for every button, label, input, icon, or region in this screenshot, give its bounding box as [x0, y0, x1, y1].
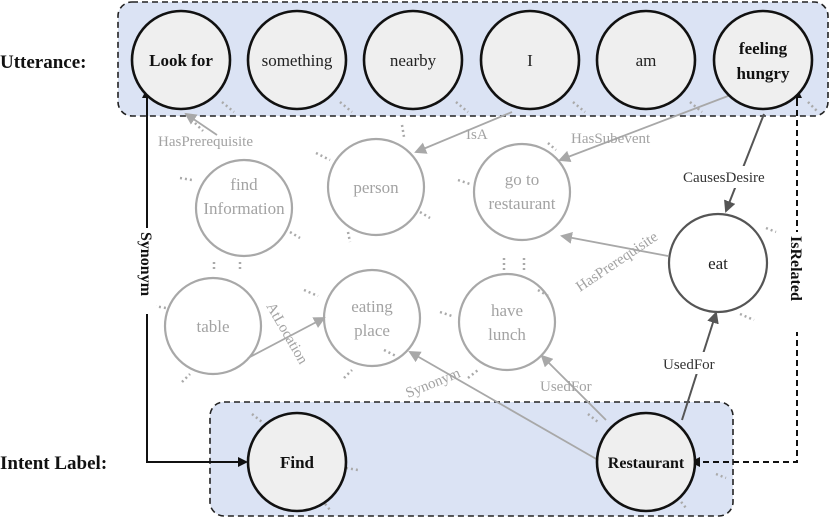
- label-at-location: AtLocation: [263, 300, 311, 368]
- svg-text:eating: eating: [351, 297, 393, 316]
- edge-is-a: [414, 111, 513, 154]
- concept-node-eat: eat: [667, 212, 769, 314]
- svg-text:place: place: [354, 321, 390, 340]
- concept-node-table: table: [163, 276, 263, 376]
- svg-text:find: find: [230, 175, 258, 194]
- intent-row-label: Intent Label:: [0, 453, 107, 474]
- label-synonym: Synonym: [137, 232, 154, 297]
- svg-text:Restaurant: Restaurant: [608, 455, 685, 472]
- svg-text:am: am: [636, 51, 657, 70]
- utterance-node-nearby: nearby: [362, 9, 464, 111]
- concept-node-find-information: find Information: [194, 158, 294, 258]
- svg-text:person: person: [353, 178, 399, 197]
- svg-text:Find: Find: [280, 453, 315, 472]
- concept-node-person: person: [326, 137, 426, 237]
- svg-text:Information: Information: [203, 199, 285, 218]
- utterance-node-i: I: [479, 9, 581, 111]
- svg-text:table: table: [196, 317, 229, 336]
- edge-synonym: [146, 100, 248, 467]
- label-used-for: UsedFor: [663, 357, 715, 373]
- label-has-subevent: HasSubevent: [571, 131, 651, 147]
- label-has-prerequisite-2: HasPrerequisite: [573, 229, 661, 296]
- svg-text:I: I: [527, 51, 533, 70]
- svg-text:restaurant: restaurant: [488, 194, 555, 213]
- svg-text:feeling: feeling: [739, 39, 788, 58]
- edge-at-location: [247, 317, 326, 359]
- label-has-prerequisite-1: HasPrerequisite: [158, 134, 253, 150]
- utterance-node-feeling-hungry: feeling hungry: [712, 9, 814, 111]
- svg-text:hungry: hungry: [737, 64, 790, 83]
- edge-has-prerequisite-1: [184, 112, 218, 136]
- edge-used-for-ghost: [540, 354, 607, 421]
- concept-node-have-lunch: have lunch: [457, 272, 557, 372]
- label-is-related: IsRelated: [787, 236, 804, 301]
- utterance-row-label: Utterance:: [0, 52, 87, 73]
- svg-text:go to: go to: [505, 170, 539, 189]
- edge-synonym-ghost: [408, 351, 610, 471]
- utterance-node-look-for: Look for: [130, 9, 232, 111]
- edge-has-prerequisite-2: [560, 231, 669, 257]
- svg-text:lunch: lunch: [488, 325, 526, 344]
- utterance-node-something: something: [246, 9, 348, 111]
- concept-node-go-to-restaurant: go to restaurant: [472, 142, 572, 242]
- concept-node-eating-place: eating place: [322, 268, 422, 368]
- label-is-a: IsA: [466, 127, 488, 143]
- intent-node-find: Find: [246, 411, 348, 513]
- svg-text:something: something: [262, 51, 333, 70]
- svg-text:Look for: Look for: [149, 51, 213, 70]
- svg-text:nearby: nearby: [390, 51, 437, 70]
- intent-node-restaurant: Restaurant: [595, 411, 697, 513]
- edge-causes-desire: [724, 113, 765, 213]
- label-synonym-ghost: Synonym: [404, 365, 464, 402]
- edge-is-related: [690, 100, 798, 467]
- svg-text:have: have: [491, 301, 523, 320]
- label-used-for-ghost: UsedFor: [540, 379, 592, 395]
- svg-text:eat: eat: [708, 254, 728, 273]
- edge-has-subevent: [558, 95, 729, 163]
- utterance-node-am: am: [595, 9, 697, 111]
- label-causes-desire: CausesDesire: [683, 170, 765, 186]
